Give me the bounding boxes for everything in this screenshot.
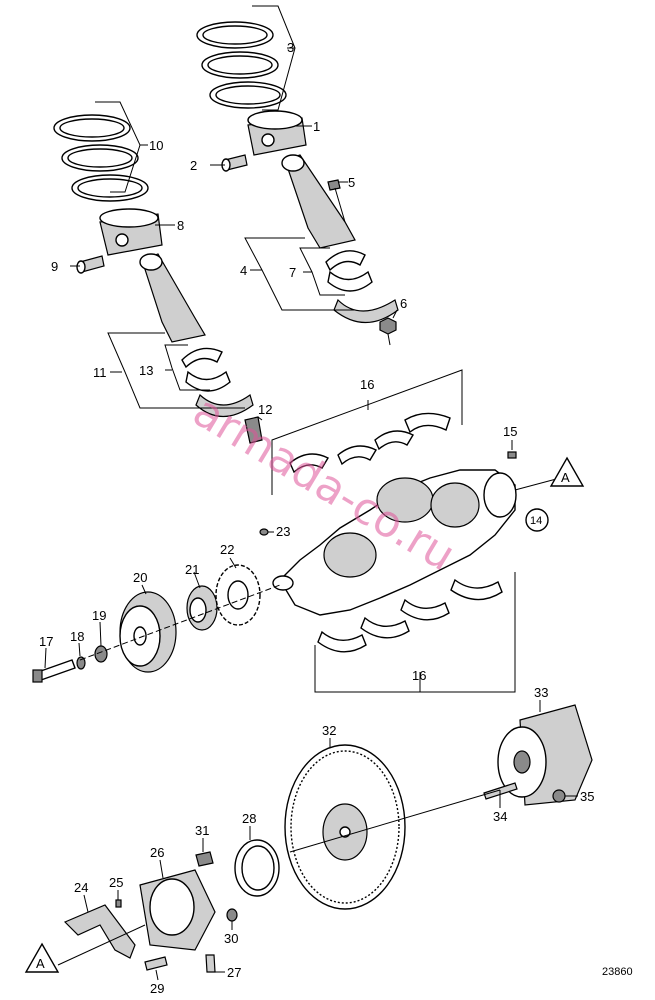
section-marker-top-label: A	[561, 470, 570, 485]
rod-nut-right	[379, 317, 397, 346]
callout-7: 7	[289, 265, 296, 280]
piston-pin-left	[76, 255, 105, 274]
section-marker-bottom-label: A	[36, 956, 45, 971]
main-bearing-shells-upper	[271, 369, 463, 495]
crank-gear	[215, 564, 261, 626]
connecting-rod-right	[281, 154, 356, 249]
dowel-15	[507, 451, 517, 459]
flywheel-housing-adapter	[497, 704, 593, 806]
callout-35: 35	[580, 789, 594, 804]
callout-1: 1	[313, 119, 320, 134]
connecting-rod-left	[139, 253, 206, 343]
figure-number: 23860	[602, 966, 633, 978]
rod-cap-left	[195, 393, 254, 417]
callout-30: 30	[224, 931, 238, 946]
bearing-shells-left	[181, 347, 231, 392]
callout-11: 11	[93, 365, 107, 380]
bolt-31	[195, 851, 214, 867]
rod-bolt-right	[327, 179, 346, 223]
front-hub	[186, 585, 218, 631]
callout-27: 27	[227, 965, 241, 980]
bearing-shells-right	[325, 250, 373, 292]
callout-24: 24	[74, 880, 88, 895]
callout-33: 33	[534, 685, 548, 700]
plug-23	[259, 528, 269, 536]
rear-seal-housing-26	[139, 869, 216, 951]
nut-30	[226, 908, 238, 922]
bracket-11	[107, 332, 245, 409]
pin-25	[115, 899, 122, 908]
callout-22: 22	[220, 542, 234, 557]
washer-19	[94, 645, 108, 663]
bearing-cap-24	[63, 904, 136, 959]
callout-26: 26	[150, 845, 164, 860]
callout-29: 29	[150, 981, 164, 996]
bolt-35	[552, 789, 566, 803]
callout-13: 13	[139, 363, 153, 378]
bolt-17	[32, 659, 76, 683]
section-marker-top: A	[549, 456, 585, 487]
callout-16-top: 16	[360, 377, 374, 392]
callout-14: 14	[530, 515, 542, 527]
callout-9: 9	[51, 259, 58, 274]
callout-18: 18	[70, 629, 84, 644]
piston-left	[99, 208, 163, 256]
callout-34: 34	[493, 809, 507, 824]
callout-17: 17	[39, 634, 53, 649]
piston-ring-set-left	[53, 101, 149, 202]
section-marker-bottom: A	[24, 924, 146, 973]
callout-25: 25	[109, 875, 123, 890]
callout-2: 2	[190, 158, 197, 173]
callout-3: 3	[287, 40, 294, 55]
screw-29	[144, 956, 168, 971]
callout-31: 31	[195, 823, 209, 838]
callout-15: 15	[503, 424, 517, 439]
callout-numbers: 1 2 3 5 4 6 7 8 9 10 11 12 13 14 15 16 1…	[39, 40, 594, 996]
piston-ring-set-right	[196, 5, 296, 111]
crankshaft	[272, 469, 561, 616]
flywheel	[284, 744, 406, 910]
thrust-washer-14	[525, 508, 549, 532]
piston-right	[247, 110, 307, 156]
callout-6: 6	[400, 296, 407, 311]
callout-10: 10	[149, 138, 163, 153]
vibration-damper	[119, 591, 177, 673]
callout-8: 8	[177, 218, 184, 233]
callout-16-bottom: 16	[412, 668, 426, 683]
main-bearing-shells-lower	[314, 572, 516, 693]
screw-27	[205, 954, 216, 973]
piston-pin-right	[221, 154, 248, 172]
callout-28: 28	[242, 811, 256, 826]
callout-20: 20	[133, 570, 147, 585]
callout-5: 5	[348, 175, 355, 190]
callout-19: 19	[92, 608, 106, 623]
rod-bolt-left	[244, 416, 263, 444]
callout-23: 23	[276, 524, 290, 539]
callout-32: 32	[322, 723, 336, 738]
callout-4: 4	[240, 263, 247, 278]
callout-21: 21	[185, 562, 199, 577]
callout-12: 12	[258, 402, 272, 417]
washer-18	[76, 656, 86, 670]
rear-seal-28	[234, 839, 280, 897]
bracket-13	[164, 344, 210, 391]
leader-lines	[44, 47, 578, 981]
